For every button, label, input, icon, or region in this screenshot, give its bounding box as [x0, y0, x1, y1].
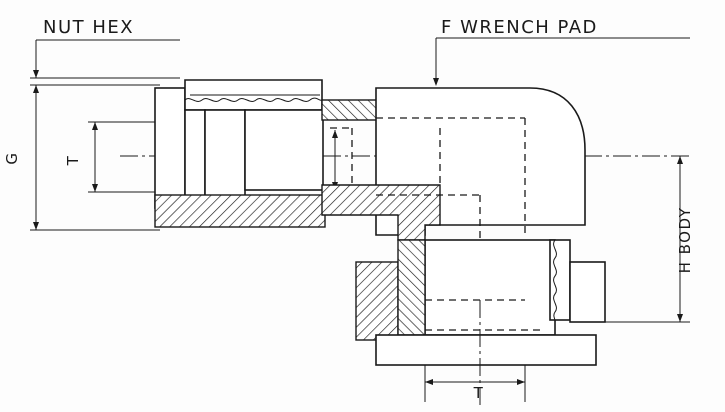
g-dimension	[30, 84, 160, 231]
e-dimension	[330, 127, 353, 191]
elbow-body	[321, 87, 586, 300]
t-bottom-dimension	[424, 365, 526, 402]
h-body-dimension	[600, 156, 690, 323]
left-nut	[154, 79, 378, 228]
wrench-pad-label: F WRENCH PAD	[441, 17, 598, 38]
lower-nut	[355, 239, 606, 366]
h-body-label: H BODY	[676, 207, 694, 274]
wrench-pad-leader	[433, 37, 690, 86]
t-dimension-label: T	[64, 155, 82, 167]
t-bottom-dimension-label: T	[473, 384, 485, 402]
nut-hex-label: NUT HEX	[43, 17, 134, 38]
g-dimension-label: G	[3, 151, 21, 164]
t-left-dimension	[88, 121, 185, 193]
nut-hex-dimension	[30, 39, 180, 79]
